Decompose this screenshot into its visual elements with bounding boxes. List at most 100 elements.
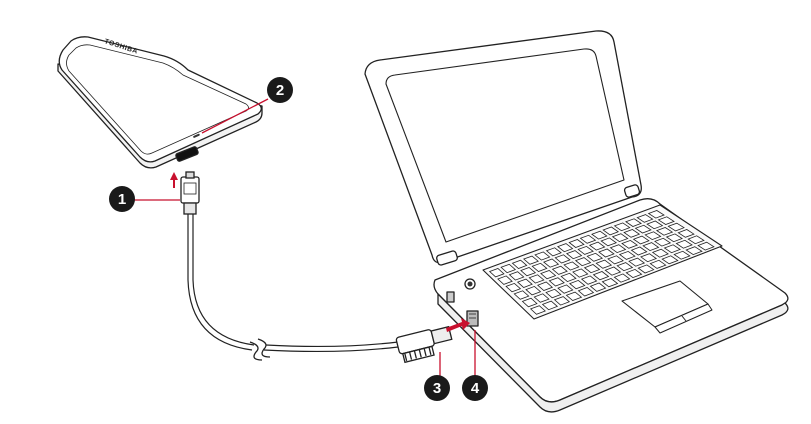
- keyboard-key: [531, 262, 548, 272]
- keyboard-key: [583, 264, 601, 274]
- keyboard-key: [580, 275, 598, 285]
- keyboard-key: [574, 257, 592, 267]
- svg-text:1: 1: [118, 191, 126, 208]
- svg-text:3: 3: [433, 380, 441, 397]
- keyboard-key: [604, 266, 622, 276]
- keyboard-key: [579, 234, 597, 244]
- callout-2: 2: [267, 77, 293, 103]
- keyboard-key: [621, 239, 639, 249]
- svg-text:4: 4: [471, 380, 480, 397]
- keyboard-key: [569, 279, 586, 290]
- keyboard-key: [591, 230, 608, 240]
- keyboard-key: [565, 291, 583, 301]
- keyboard-key: [577, 287, 595, 297]
- keyboard-key: [533, 293, 550, 303]
- keyboard-key: [623, 229, 641, 238]
- svg-text:2: 2: [276, 82, 284, 99]
- keyboard-key: [595, 259, 613, 269]
- keyboard-key: [534, 251, 551, 261]
- keyboard-key: [601, 278, 619, 288]
- keyboard-key: [687, 235, 705, 245]
- keyboard-key: [521, 297, 538, 308]
- leader-line-2: [201, 98, 269, 134]
- keyboard-key: [505, 282, 522, 293]
- keyboard-key: [625, 218, 642, 227]
- keyboard-key: [657, 216, 675, 225]
- keyboard-key: [607, 255, 624, 265]
- keyboard-key: [654, 237, 672, 247]
- keyboard-key: [640, 253, 658, 263]
- keyboard-key: [511, 259, 528, 269]
- keyboard-key: [647, 210, 665, 219]
- keyboard-key: [540, 270, 557, 280]
- keyboard-key: [520, 267, 537, 277]
- keyboard-key: [636, 214, 654, 223]
- keyboard-key: [618, 250, 636, 260]
- external-hard-drive: TOSHIBA: [57, 36, 263, 169]
- keyboard-key: [637, 264, 655, 274]
- keyboard-key: [586, 252, 604, 262]
- usb-port: [466, 310, 479, 327]
- keyboard-key: [592, 271, 610, 281]
- keyboard-key: [613, 273, 631, 283]
- keyboard-key: [675, 239, 693, 249]
- keyboard-key: [563, 261, 580, 271]
- keyboard-key: [600, 237, 618, 247]
- insert-arrow-laptop: [446, 318, 470, 332]
- keyboard-key: [673, 250, 691, 260]
- keyboard-key: [665, 233, 683, 243]
- keyboard-key: [646, 220, 664, 230]
- keyboard-key: [644, 231, 662, 241]
- keyboard-key: [632, 235, 650, 245]
- keyboard-key: [655, 227, 674, 236]
- keyboard-key: [554, 254, 571, 264]
- keyboard-key: [513, 290, 530, 300]
- keyboard-key: [497, 275, 513, 285]
- keyboard-key: [589, 282, 607, 292]
- callout-3: 3: [424, 375, 450, 401]
- keyboard-key: [528, 274, 545, 284]
- keyboard-key: [557, 284, 574, 294]
- keyboard-key: [602, 226, 620, 236]
- keyboard-key: [616, 262, 634, 272]
- keyboard-key: [488, 268, 505, 278]
- keyboard-key: [628, 257, 646, 267]
- usb-cable: [187, 214, 399, 361]
- micro-b-connector: [180, 171, 200, 215]
- keyboard-key: [556, 243, 574, 253]
- callout-4: 4: [462, 375, 488, 401]
- keyboard-key: [697, 241, 715, 251]
- drive-usb-port: [175, 146, 199, 162]
- keyboard-key: [545, 247, 562, 257]
- keyboard-key: [572, 268, 589, 278]
- keyboard-key: [545, 288, 562, 299]
- keyboard-key: [613, 222, 631, 232]
- keyboard-key: [588, 241, 606, 251]
- keyboard-key: [541, 300, 559, 311]
- keyboard-key: [500, 263, 517, 274]
- keyboard-keys: [488, 210, 715, 315]
- keyboard-key: [649, 259, 667, 269]
- keyboard-key: [516, 278, 533, 288]
- keyboard-key: [663, 244, 681, 254]
- leader-lines: [134, 98, 476, 380]
- keyboard-key: [609, 244, 627, 254]
- usb-a-connector: [395, 325, 453, 364]
- insert-arrow-drive: [170, 172, 178, 188]
- keyboard-key: [661, 255, 679, 265]
- keyboard-key: [685, 246, 703, 256]
- laptop: [364, 30, 789, 413]
- keyboard-key: [536, 281, 554, 291]
- laptop-side-ports: [446, 291, 479, 327]
- keyboard-key: [677, 229, 695, 238]
- keyboard-key: [553, 296, 571, 306]
- keyboard-key: [543, 258, 560, 268]
- keyboard-key: [630, 246, 648, 256]
- keyboard-key: [551, 265, 568, 275]
- keyboard-key: [560, 272, 577, 283]
- callout-1: 1: [109, 186, 135, 212]
- keyboard-key: [598, 248, 615, 258]
- keyboard-key: [565, 250, 583, 260]
- keyboard-key: [508, 271, 525, 281]
